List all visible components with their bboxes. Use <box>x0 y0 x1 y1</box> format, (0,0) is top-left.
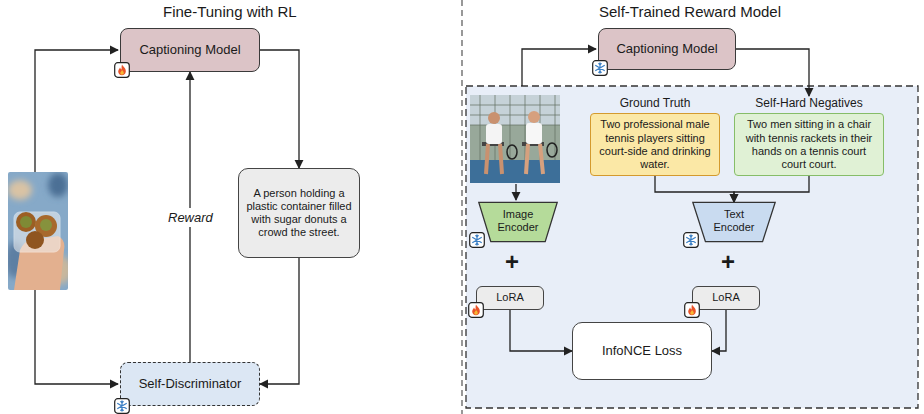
encoder-trapezoid: Image Encoder <box>478 202 558 242</box>
trainable-icon <box>684 302 700 318</box>
snowflake <box>687 235 696 245</box>
frozen-icon <box>114 398 130 414</box>
panel-title: Fine-Tuning with RL <box>163 3 297 20</box>
trainable-icon <box>114 62 130 78</box>
connector <box>655 176 734 202</box>
icon-frame <box>470 233 485 248</box>
trapezoid-shape <box>479 202 557 241</box>
image-feed-line <box>522 49 596 86</box>
donut-photo-part-part <box>48 173 68 197</box>
connector <box>734 176 809 202</box>
icon-frame <box>685 303 700 318</box>
snowflake-arm <box>118 401 127 411</box>
icon-frame <box>115 399 130 414</box>
snowflake-arm <box>687 235 696 245</box>
snowflake-arm <box>473 235 482 245</box>
flame-core <box>120 70 124 75</box>
node-text: Captioning Model <box>139 42 240 58</box>
model-box: Captioning Model <box>120 28 260 72</box>
tennis-photo-part <box>526 144 543 174</box>
encoder-trapezoid: Text Encoder <box>692 202 776 242</box>
tennis-photo-part <box>486 144 502 174</box>
flame-core <box>474 310 478 315</box>
snowflake-arm <box>596 63 605 73</box>
tennis-photo-part <box>507 145 517 159</box>
donut-photo-part <box>40 219 52 231</box>
caption-card: Ground TruthTwo professional male tennis… <box>590 96 720 176</box>
frozen-icon <box>469 232 485 248</box>
snowflake <box>118 401 127 411</box>
donut-photo-part <box>16 212 36 232</box>
donut-photo-part-part <box>8 180 32 200</box>
tennis-photo-part <box>488 112 500 124</box>
tennis-photo-part <box>470 95 560 160</box>
flame <box>118 65 126 76</box>
image-feed-line <box>35 290 118 384</box>
flame-core <box>690 310 694 315</box>
card-body: Two men sitting in a chair with tennis r… <box>734 113 884 176</box>
icon-frame <box>115 63 130 78</box>
connector <box>260 258 299 384</box>
image-feed-line <box>515 184 516 200</box>
card-body: Two professional male tennis players sit… <box>590 113 720 176</box>
lora-box: LoRA <box>692 286 760 310</box>
lora-box: LoRA <box>476 286 544 310</box>
reward-model-region <box>466 86 918 408</box>
card-heading: Ground Truth <box>590 96 720 110</box>
icon-frame <box>593 61 608 76</box>
snowflake <box>473 235 482 245</box>
donut-photo <box>8 172 68 290</box>
node-text: Self-Discriminator <box>139 376 242 392</box>
frozen-icon <box>592 60 608 76</box>
connector <box>510 310 572 351</box>
donut-photo-part <box>14 212 60 252</box>
connector <box>712 310 726 351</box>
image-feed-line <box>35 50 118 172</box>
donut-photo-part <box>8 172 68 290</box>
icon-frame <box>469 303 484 318</box>
node-text: Text Encoder <box>706 208 762 234</box>
tennis-photo-part <box>526 123 542 144</box>
tennis-photo-part <box>547 143 557 157</box>
tennis-photo-part <box>486 124 502 144</box>
edge-label: Reward <box>165 208 216 227</box>
donut-photo-part <box>20 216 32 228</box>
trapezoid-shape <box>693 202 775 241</box>
plus-sign: + <box>721 248 735 276</box>
node-text: A person holding a plastic container fil… <box>246 187 352 240</box>
panel-divider <box>461 0 462 414</box>
icon-frame <box>684 233 699 248</box>
caption-card: Self-Hard NegativesTwo men sitting in a … <box>734 96 884 176</box>
snowflake <box>596 63 605 73</box>
tennis-photo-part <box>470 95 560 125</box>
model-box: Captioning Model <box>598 28 736 70</box>
caption-box: A person holding a plastic container fil… <box>238 168 360 258</box>
tennis-photo-part <box>470 160 560 183</box>
connector <box>736 49 809 96</box>
tennis-photo-part <box>528 111 540 123</box>
frozen-icon <box>683 232 699 248</box>
plus-sign: + <box>505 248 519 276</box>
node-text: Image Encoder <box>492 208 544 234</box>
card-heading: Self-Hard Negatives <box>734 96 884 110</box>
card-text: Two professional male tennis players sit… <box>597 118 713 171</box>
node-text: InfoNCE Loss <box>602 343 682 359</box>
node-text: LoRA <box>712 291 740 304</box>
loss-box: InfoNCE Loss <box>572 322 712 380</box>
donut-photo-part <box>26 231 44 249</box>
flame <box>472 305 480 316</box>
discriminator-box: Self-Discriminator <box>120 362 260 406</box>
card-text: Two men sitting in a chair with tennis r… <box>741 118 877 171</box>
trainable-icon <box>468 302 484 318</box>
tennis-photo-part <box>470 95 560 183</box>
flame <box>688 305 696 316</box>
panel-title: Self-Trained Reward Model <box>599 3 781 20</box>
node-text: LoRA <box>496 291 524 304</box>
node-text: Captioning Model <box>616 41 717 57</box>
connector <box>260 50 299 168</box>
tennis-photo <box>470 95 560 183</box>
